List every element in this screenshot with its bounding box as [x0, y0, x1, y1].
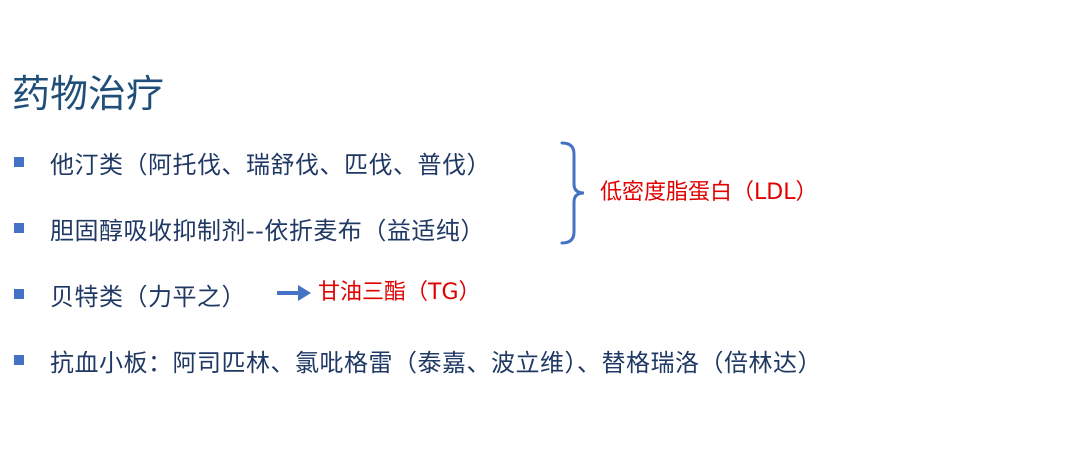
bullet-text: 抗血小板：阿司匹林、氯吡格雷（泰嘉、波立维）、替格瑞洛（倍林达）	[50, 348, 822, 377]
tg-annotation: 甘油三酯（TG）	[318, 280, 481, 305]
bullet-text: 胆固醇吸收抑制剂--依折麦布（益适纯）	[50, 216, 485, 245]
bullet-item-fibrates: 贝特类（力平之）	[14, 274, 246, 314]
bullet-item-antiplatelet: 抗血小板：阿司匹林、氯吡格雷（泰嘉、波立维）、替格瑞洛（倍林达）	[14, 340, 822, 380]
square-bullet-icon	[14, 355, 24, 365]
bullet-text: 贝特类（力平之）	[50, 282, 246, 311]
bullet-text: 他汀类（阿托伐、瑞舒伐、匹伐、普伐）	[50, 150, 491, 179]
bullet-item-ezetimibe: 胆固醇吸收抑制剂--依折麦布（益适纯）	[14, 208, 485, 248]
right-arrow-icon	[277, 285, 311, 301]
square-bullet-icon	[14, 223, 24, 233]
slide-title: 药物治疗	[12, 72, 165, 116]
bullet-item-statins: 他汀类（阿托伐、瑞舒伐、匹伐、普伐）	[14, 142, 491, 182]
square-bullet-icon	[14, 157, 24, 167]
right-brace-icon	[560, 141, 585, 245]
square-bullet-icon	[14, 289, 24, 299]
ldl-annotation: 低密度脂蛋白（LDL）	[600, 180, 818, 205]
